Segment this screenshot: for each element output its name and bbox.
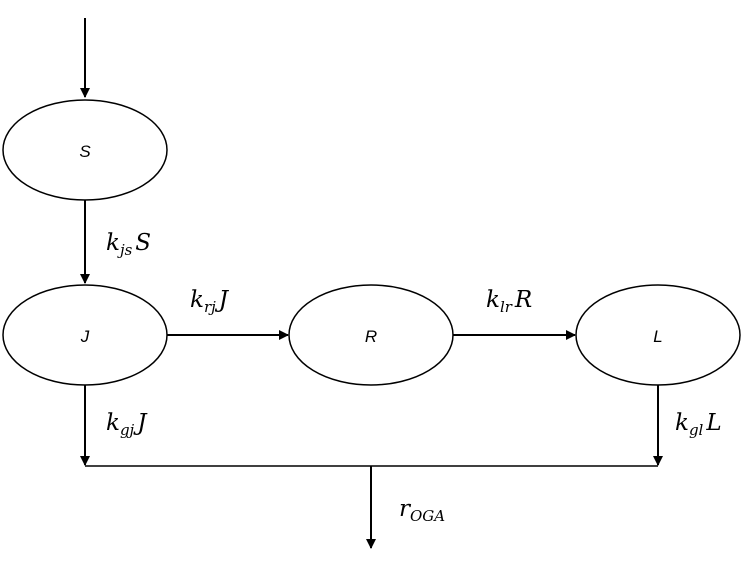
node-r: R xyxy=(288,284,454,386)
node-j: J xyxy=(2,284,168,386)
node-l-label: L xyxy=(653,327,662,346)
node-s: S xyxy=(2,99,168,201)
output-rate-label: rOGA xyxy=(399,496,445,525)
node-j-label: J xyxy=(80,327,90,346)
node-l: L xyxy=(575,284,741,386)
node-r-label: R xyxy=(365,327,377,346)
node-s-label: S xyxy=(79,142,91,161)
